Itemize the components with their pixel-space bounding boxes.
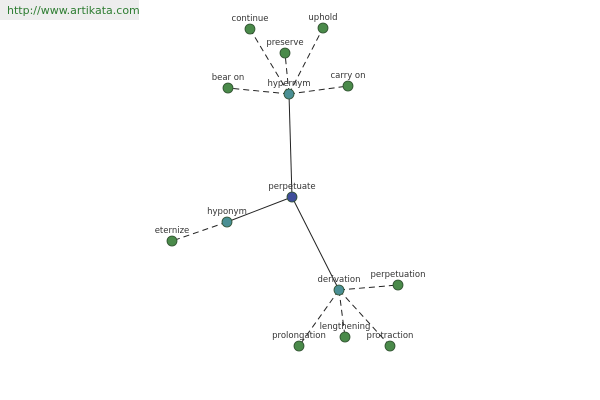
word-node-carry-on[interactable] [342,80,354,92]
word-label-prolongation: prolongation [272,331,326,341]
word-label-continue: continue [232,14,269,24]
word-node-continue[interactable] [244,23,256,35]
relation-node-derivation[interactable] [333,284,345,296]
edge-hypernym-preserve [284,52,290,95]
word-node-uphold[interactable] [317,22,329,34]
relation-label-hyponym: hyponym [207,207,247,217]
word-label-uphold: uphold [308,13,337,23]
word-label-bear-on: bear on [212,73,245,83]
word-node-lengthening[interactable] [339,331,351,343]
relation-label-derivation: derivation [317,275,360,285]
edge-derivation-protraction [338,289,391,347]
edge-hypernym-uphold [288,27,324,95]
word-node-protraction[interactable] [384,340,396,352]
word-node-perpetuation[interactable] [392,279,404,291]
nodes [166,22,404,352]
word-label-perpetuation: perpetuation [371,270,426,280]
edge-center-hypernym [288,93,293,198]
word-label-preserve: preserve [266,38,303,48]
edge-derivation-prolongation [298,289,340,347]
word-node-eternize[interactable] [166,235,178,247]
edges [171,27,399,347]
labels: continue preserve uphold bear on carry on hyp… [155,13,426,341]
edge-hypernym-continue [249,28,290,95]
edge-hypernym-bear-on [227,87,290,95]
word-node-prolongation[interactable] [293,340,305,352]
word-label-eternize: eternize [155,226,190,236]
relation-node-hyponym[interactable] [221,216,233,228]
word-label-lengthening: lengthening [320,322,371,332]
word-label-protraction: protraction [367,331,414,341]
relation-label-hypernym: hypernym [267,79,310,89]
edge-derivation-perpetuation [338,284,399,291]
site-url-bar: http://www.artikata.com [0,0,140,20]
edge-center-hyponym [226,196,293,223]
center-node[interactable] [286,191,298,203]
edge-derivation-lengthening [338,289,346,338]
site-url-link[interactable]: http://www.artikata.com [7,4,140,17]
center-node-label: perpetuate [268,182,315,192]
word-node-preserve[interactable] [279,47,291,59]
word-label-carry-on: carry on [330,71,365,81]
word-node-bear-on[interactable] [222,82,234,94]
edge-center-derivation [291,196,340,291]
relation-node-hypernym[interactable] [283,88,295,100]
